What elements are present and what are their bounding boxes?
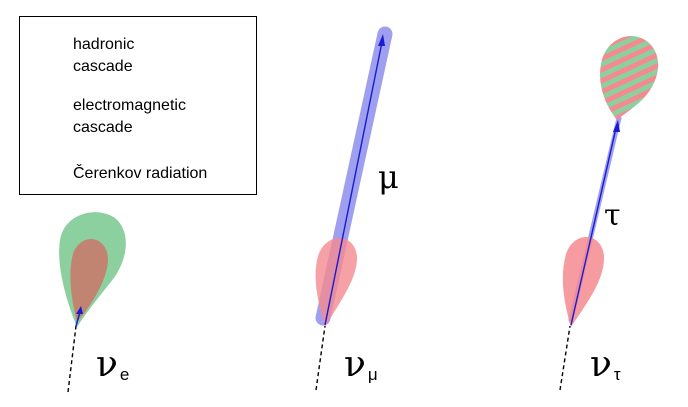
hadronic-cascade-shape [315,238,358,327]
muon-label: μ [378,158,399,196]
incoming-nu-tau-line [559,325,571,391]
tau-label: τ [604,198,621,233]
hadronic-cascade-shape [70,239,108,322]
muon-arrowhead [378,34,385,46]
legend [19,16,257,195]
tau-track [570,127,617,326]
electron-arrowhead [76,306,83,314]
legend-label-electromagnetic: electromagnetic cascade [73,97,186,136]
nu-mu-event [315,26,393,391]
tau-decay-cascade-shape [600,36,659,120]
incoming-nu-e-line [67,325,77,393]
incoming-nu-mu-line [315,325,326,391]
legend-label-cerenkov: Čerenkov radiation [73,165,208,182]
legend-label-hadronic: hadronic cascade [73,36,135,75]
electron-track [75,311,81,327]
tau-arrowhead [613,120,620,132]
hadronic-cascade-shape [562,236,605,327]
nu-tau-event [559,36,659,391]
muon-track [324,41,383,326]
nu-e-event [59,212,126,393]
